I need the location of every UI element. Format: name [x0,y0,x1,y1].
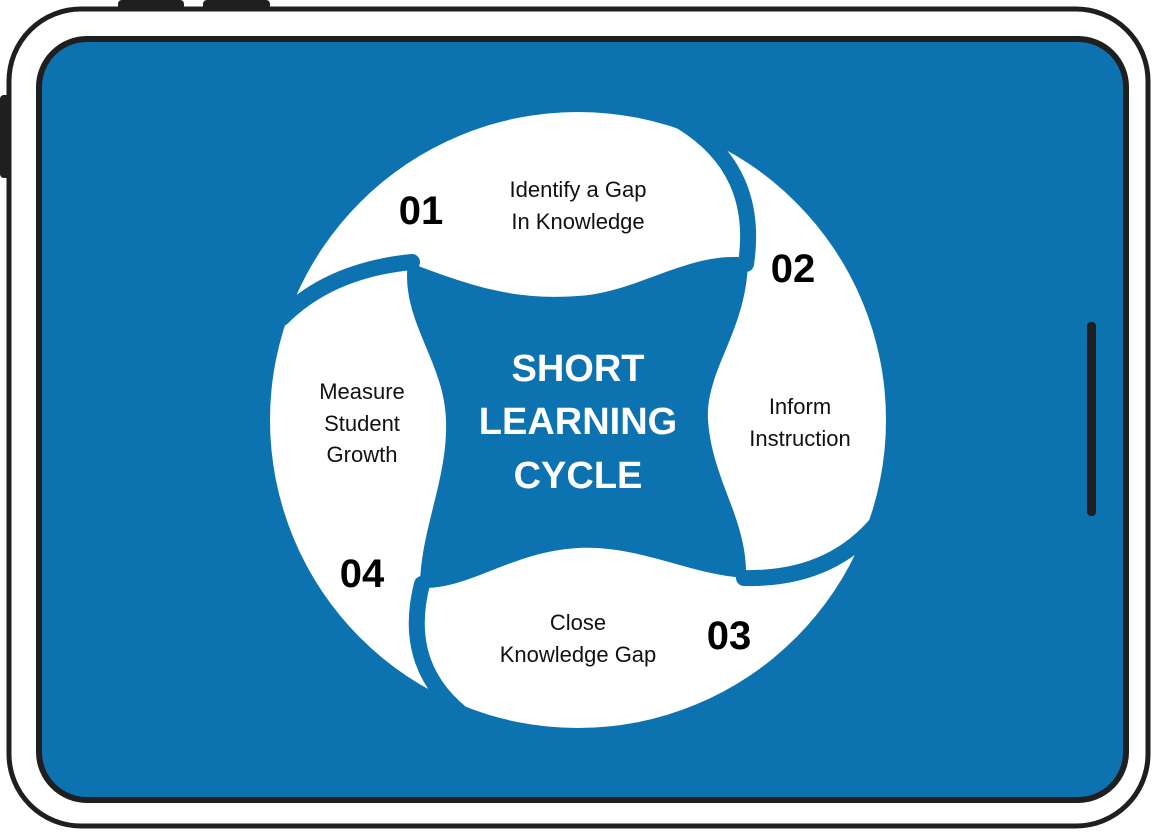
step-4-number: 04 [340,552,385,596]
separator-3 [736,514,886,587]
separator-1 [274,254,420,326]
step-2-number: 02 [771,247,816,291]
step-2-line-1: Inform [769,394,831,419]
title-line-1: SHORT [512,348,645,390]
step-4-line-2: Student [324,411,400,436]
title-line-3: CYCLE [514,455,643,497]
step-3-line-2: Knowledge Gap [500,642,657,667]
step-3-number: 03 [707,614,752,658]
title-line-2: LEARNING [479,401,677,443]
center-shape [407,256,748,589]
step-1-line-1: Identify a Gap [510,177,647,202]
separator-4 [408,576,478,728]
step-4-line-1: Measure [319,379,405,404]
step-1-line-2: In Knowledge [511,209,644,234]
step-3-line-1: Close [550,610,606,635]
separator-2 [674,114,757,272]
step-4-line-3: Growth [327,442,398,467]
step-2-line-2: Instruction [749,426,851,451]
step-1-number: 01 [399,189,444,233]
home-bar [1087,322,1096,516]
